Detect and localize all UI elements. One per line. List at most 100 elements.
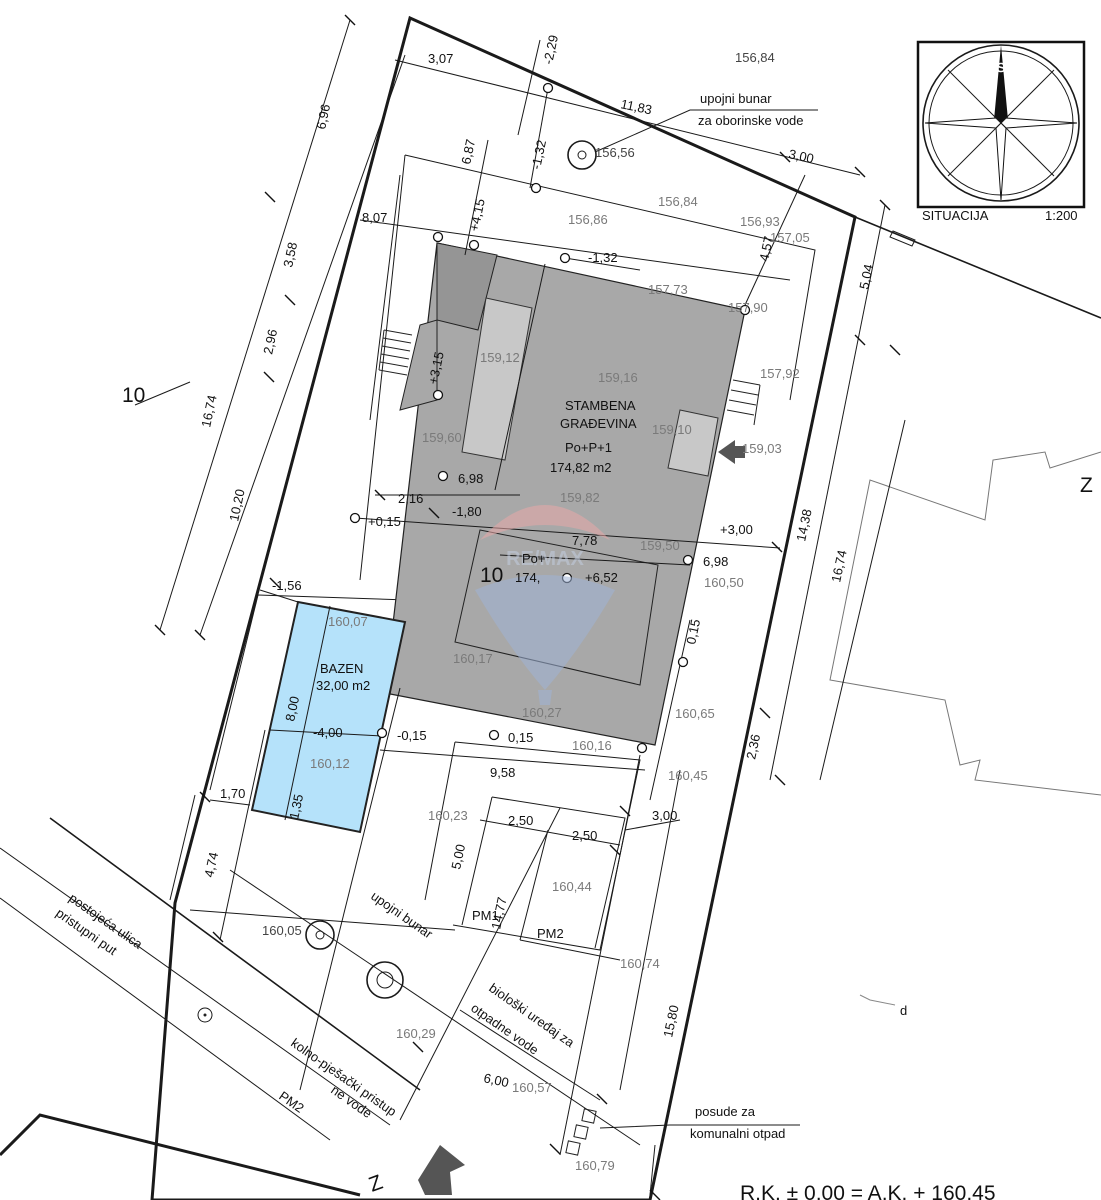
elevation-label: 156,56 <box>595 145 635 160</box>
dimension-label: -0,15 <box>397 728 427 743</box>
pool-dim-line <box>284 605 331 821</box>
elevation-label: 157,05 <box>770 230 810 245</box>
elevation-label: 159,03 <box>742 441 782 456</box>
house-internal-line <box>494 263 546 491</box>
elevation-label: 160,50 <box>704 575 744 590</box>
watermark-text: RE/MAX <box>506 548 584 570</box>
dimension-label: -1,56 <box>272 578 302 593</box>
terrain-line-lower <box>189 909 456 931</box>
dimension-label: 6,00 <box>482 1070 510 1090</box>
access-arrow <box>418 1145 465 1195</box>
fragment-d: d <box>900 1003 907 1018</box>
dimension-label: 3,58 <box>280 241 300 269</box>
waste-bins <box>565 1108 597 1156</box>
dimension-label: 6,96 <box>313 103 333 131</box>
dimension-label: +3,15 <box>425 350 447 385</box>
lower-floor-area: 174, <box>515 570 540 585</box>
elevation-label: 157,92 <box>760 366 800 381</box>
parking-bottom <box>519 939 621 961</box>
elevation-label: 160,65 <box>675 706 715 721</box>
bins-label-1: posude za <box>695 1104 756 1119</box>
fragment-10-a: 10 <box>122 384 145 407</box>
dimension-label: 0,15 <box>683 618 703 646</box>
house-entrance-block <box>667 409 719 477</box>
stairs-left <box>378 329 413 376</box>
elevation-label: 156,93 <box>740 214 780 229</box>
dimension-ticks <box>154 14 901 1200</box>
septic-well-1 <box>305 920 335 950</box>
elevation-label: 159,10 <box>652 422 692 437</box>
dimension-label: 8,07 <box>362 210 387 225</box>
dimension-label: 1,70 <box>220 786 245 801</box>
dimension-label: 2,16 <box>398 491 423 506</box>
pool-left-line <box>209 594 259 791</box>
elevation-label: 159,82 <box>560 490 600 505</box>
lower-floor-outline <box>454 529 659 686</box>
neighbour-z-label: Z <box>1080 474 1093 497</box>
elevation-label: 160,23 <box>428 808 468 823</box>
dimension-label: -1,32 <box>528 139 549 171</box>
elevation-label: 160,45 <box>668 768 708 783</box>
dimension-label: 15,80 <box>660 1004 681 1039</box>
pool-title: BAZEN <box>320 661 363 676</box>
dimension-label: 6,98 <box>458 471 483 486</box>
dimension-label: 14,38 <box>793 508 814 543</box>
neighbour-boundary <box>854 216 1101 319</box>
elevation-label: 160,29 <box>396 1026 436 1041</box>
dimension-label: -1,80 <box>452 504 482 519</box>
leader-well-rain <box>594 109 818 153</box>
pool-area: 32,00 m2 <box>316 678 370 693</box>
elevation-label: 159,12 <box>480 350 520 365</box>
elevation-label: 157,73 <box>648 282 688 297</box>
dimension-label: 16,74 <box>198 394 219 429</box>
dimension-label: 5,00 <box>448 843 468 871</box>
elevation-label: 159,60 <box>422 430 462 445</box>
neighbour-building <box>829 451 1101 796</box>
dimension-label: 3,00 <box>787 146 815 166</box>
pool-top-line <box>257 594 409 601</box>
elevation-label: 160,57 <box>512 1080 552 1095</box>
reference-elevation: R.K. ± 0,00 = A.K. + 160,45 <box>740 1182 996 1200</box>
dimension-label: -1,32 <box>588 250 618 265</box>
elevation-label: 160,12 <box>310 756 350 771</box>
dimension-label: 6,98 <box>703 554 728 569</box>
dimension-label: 4,74 <box>201 851 221 879</box>
dimension-label: 9,58 <box>490 765 515 780</box>
terrain-line-upper <box>404 154 816 401</box>
dimension-label: 2,50 <box>508 813 533 828</box>
parking-pm1: PM1 <box>472 908 499 923</box>
elevation-label: 160,17 <box>453 651 493 666</box>
dimension-label: +0,15 <box>368 514 401 529</box>
well-label-1: upojni bunar <box>700 91 772 106</box>
elevation-label: 156,84 <box>735 50 775 65</box>
watermark-logo: RE/MAX <box>475 505 615 705</box>
access-label-1: kolno-pješački pristup <box>288 1035 399 1119</box>
stairs-right <box>726 379 761 426</box>
well-label-2: za oborinske vode <box>698 113 804 128</box>
leader-bins <box>599 1124 800 1129</box>
dimension-label: 16,74 <box>828 549 849 584</box>
plot-boundary <box>150 15 857 1200</box>
rain-well <box>567 140 597 170</box>
dimension-label: 2,96 <box>260 328 280 356</box>
elevation-label: 156,84 <box>658 194 698 209</box>
building-name-2: GRAĐEVINA <box>560 416 637 431</box>
dimension-lines <box>159 19 906 1196</box>
parking-divider <box>519 829 549 941</box>
dimension-label: +4,15 <box>466 197 488 232</box>
street-z-label: Z <box>366 1171 386 1197</box>
elevation-label: 159,16 <box>598 370 638 385</box>
building-name-1: STAMBENA <box>565 398 636 413</box>
dimension-label: +6,52 <box>585 570 618 585</box>
dimension-label: 3,07 <box>428 51 453 66</box>
level-markers <box>349 82 751 754</box>
fragment-10-b: 10 <box>480 564 503 587</box>
small-manhole <box>197 1007 213 1023</box>
building-area: 174,82 m2 <box>550 460 611 475</box>
terrain-line-left <box>359 154 406 581</box>
dimension-label: 6,87 <box>458 138 478 166</box>
dimension-label: 3,00 <box>652 808 677 823</box>
